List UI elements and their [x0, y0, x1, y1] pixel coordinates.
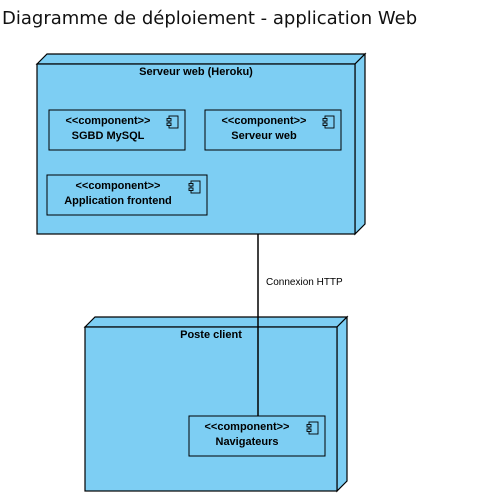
client-node-side — [336, 315, 348, 493]
uml-component-icon — [166, 115, 179, 129]
http-connection-label: Connexion HTTP — [266, 277, 343, 288]
component-stereotype: <<component>> — [65, 115, 151, 127]
uml-component-icon — [306, 421, 319, 435]
uml-component-icon — [322, 115, 335, 129]
component-name: Navigateurs — [215, 436, 279, 448]
uml-component-icon — [188, 180, 201, 194]
client-node-front — [84, 326, 338, 492]
component-sgbd: <<component>> SGBD MySQL — [49, 114, 167, 144]
diagram-title: Diagramme de déploiement - application W… — [2, 8, 418, 29]
component-box-sgbd[interactable] — [48, 109, 186, 151]
component-stereotype: <<component>> — [204, 421, 290, 433]
component-name: Application frontend — [64, 195, 172, 207]
component-name: SGBD MySQL — [71, 130, 145, 142]
component-frontend: <<component>> Application frontend — [47, 179, 189, 209]
server-node-side — [354, 52, 366, 236]
client-node[interactable] — [83, 315, 349, 493]
component-name: Serveur web — [231, 130, 297, 142]
client-node-top — [83, 316, 349, 328]
component-box-browsers[interactable] — [188, 415, 326, 457]
component-box-webserver[interactable] — [204, 109, 342, 151]
server-node-top — [35, 53, 367, 65]
component-stereotype: <<component>> — [221, 115, 307, 127]
component-box-frontend[interactable] — [46, 174, 208, 216]
client-node-title: Poste client — [180, 329, 242, 341]
component-stereotype: <<component>> — [75, 180, 161, 192]
component-webserver: <<component>> Serveur web — [205, 114, 323, 144]
server-node-title: Serveur web (Heroku) — [139, 66, 253, 78]
component-browsers: <<component>> Navigateurs — [189, 420, 305, 450]
